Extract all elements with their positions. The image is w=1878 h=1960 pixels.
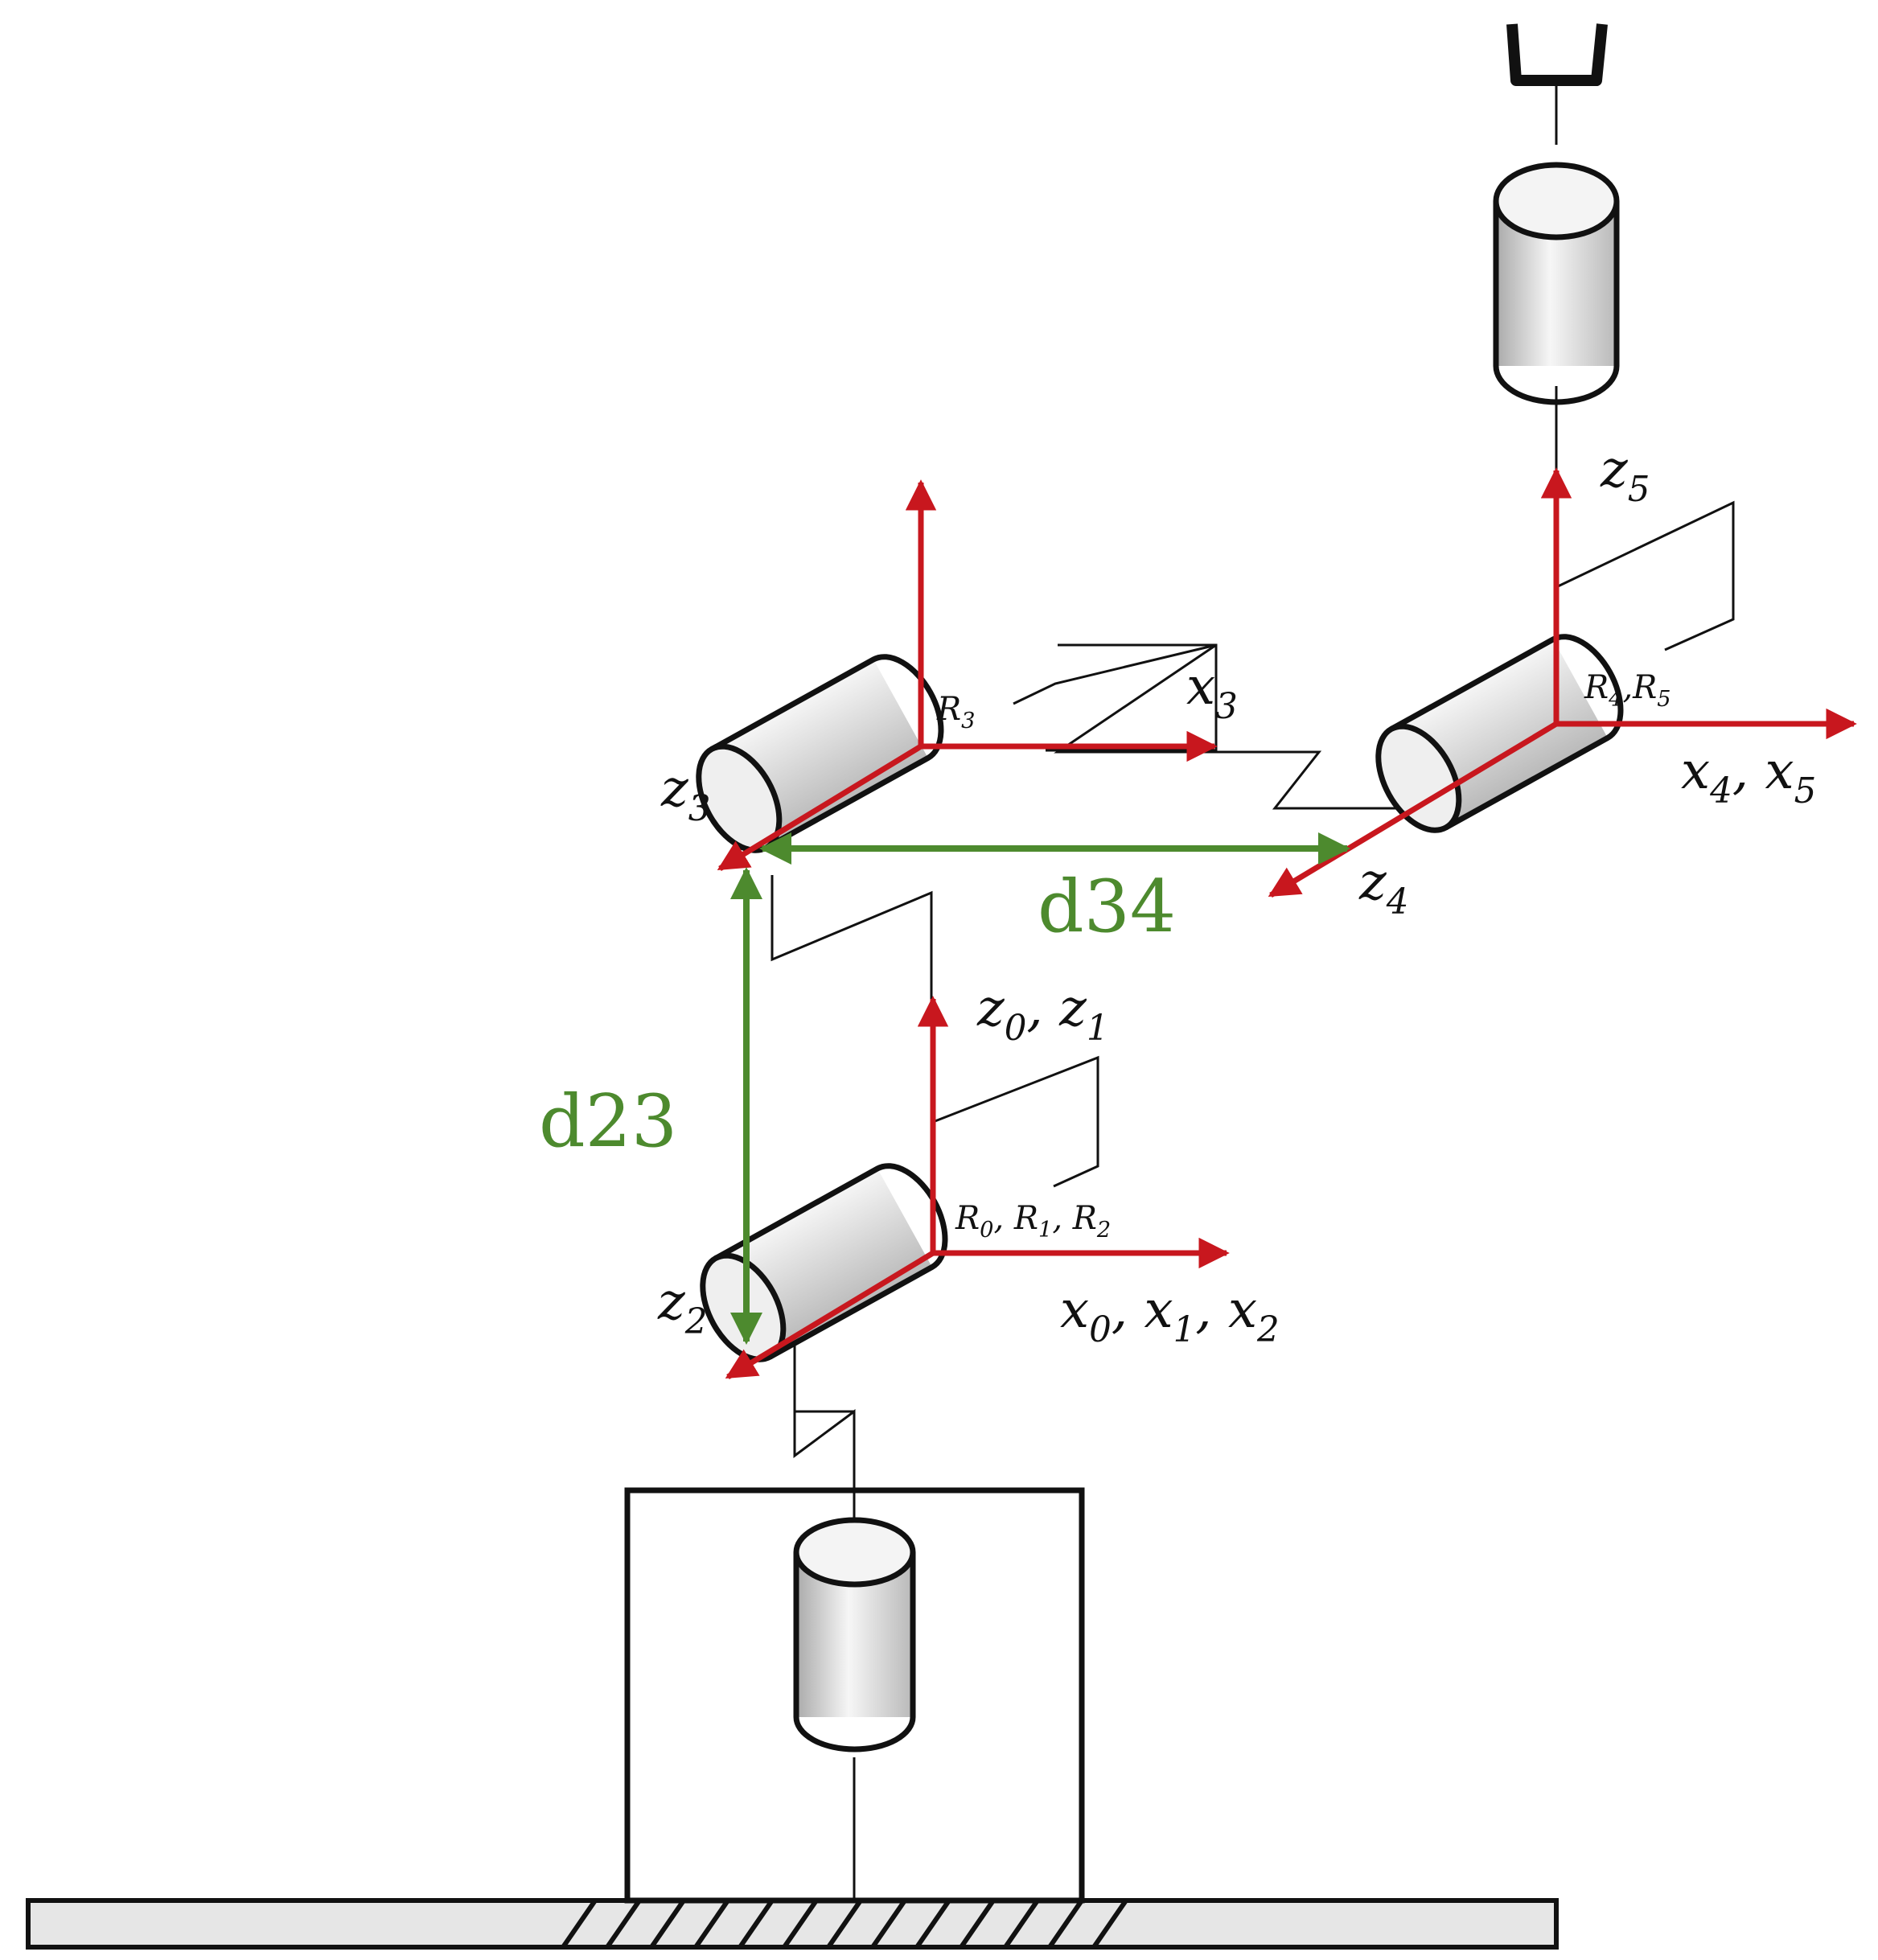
- joint-cylinder-3: [696, 654, 944, 853]
- dimension-d34-label: d34: [1038, 865, 1176, 949]
- gripper: [1506, 23, 1608, 86]
- label-R0-R1-R2: R0, R1, R2: [955, 1200, 1111, 1243]
- dimension-d23-label: d23: [539, 1079, 677, 1164]
- label-z0-z1: z0, z1: [976, 979, 1109, 1049]
- label-R4-R5: R4,R5: [1584, 669, 1671, 712]
- label-z4: z4: [1358, 853, 1408, 922]
- base-joint-cylinder: [793, 1517, 916, 1752]
- ground-plate: [26, 1898, 1559, 1950]
- label-z3: z3: [660, 759, 710, 829]
- label-x4-x5: x4, x5: [1681, 742, 1816, 812]
- label-R3: R3: [936, 691, 975, 733]
- axis-z3: [717, 744, 923, 871]
- axis-z2: [725, 1251, 935, 1379]
- label-x0-x1-x2: x0, x1, x2: [1060, 1280, 1280, 1350]
- ground-hatch: [561, 1899, 1128, 1949]
- dimension-arrows: [730, 832, 1350, 1345]
- joint-cylinder-4: [1375, 634, 1624, 833]
- coordinate-axes: [717, 467, 1857, 1379]
- label-z5: z5: [1600, 440, 1650, 510]
- wrist-top-cylinder: [1493, 162, 1620, 405]
- label-z2: z2: [657, 1272, 707, 1342]
- label-x3: x3: [1186, 657, 1238, 727]
- axis-z4: [1268, 721, 1558, 898]
